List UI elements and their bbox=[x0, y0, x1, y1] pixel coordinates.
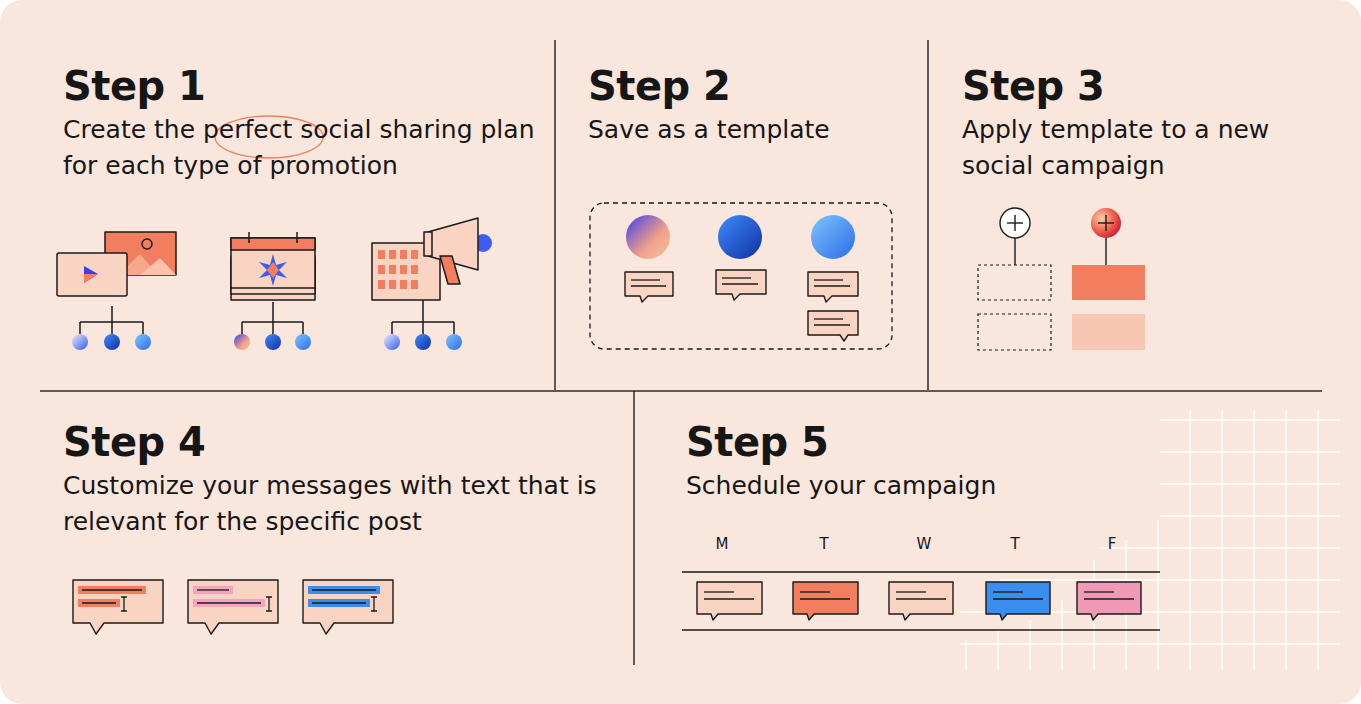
step-heading: Step 3 bbox=[962, 62, 1317, 110]
step-description: Schedule your campaign bbox=[686, 468, 1306, 504]
step-panel: Step 4Customize your messages with text … bbox=[63, 418, 623, 540]
weekday-label: T bbox=[819, 535, 828, 553]
step-description: Create the perfect social sharing plan f… bbox=[63, 112, 545, 184]
step-description: Customize your messages with text that i… bbox=[63, 468, 623, 540]
step-description: Apply template to a new social campaign bbox=[962, 112, 1317, 184]
step-panel: Step 2Save as a template bbox=[588, 62, 918, 148]
step-heading: Step 1 bbox=[63, 62, 545, 110]
step-heading: Step 2 bbox=[588, 62, 918, 110]
step-description: Save as a template bbox=[588, 112, 918, 148]
weekday-label: M bbox=[716, 535, 729, 553]
step-panel: Step 1Create the perfect social sharing … bbox=[63, 62, 545, 184]
step-panel: Step 5Schedule your campaign bbox=[686, 418, 1306, 504]
weekday-label: F bbox=[1108, 535, 1117, 553]
step-heading: Step 4 bbox=[63, 418, 623, 466]
weekday-label: T bbox=[1010, 535, 1019, 553]
step-heading: Step 5 bbox=[686, 418, 1306, 466]
weekday-label: W bbox=[917, 535, 932, 553]
step-panel: Step 3Apply template to a new social cam… bbox=[962, 62, 1317, 184]
